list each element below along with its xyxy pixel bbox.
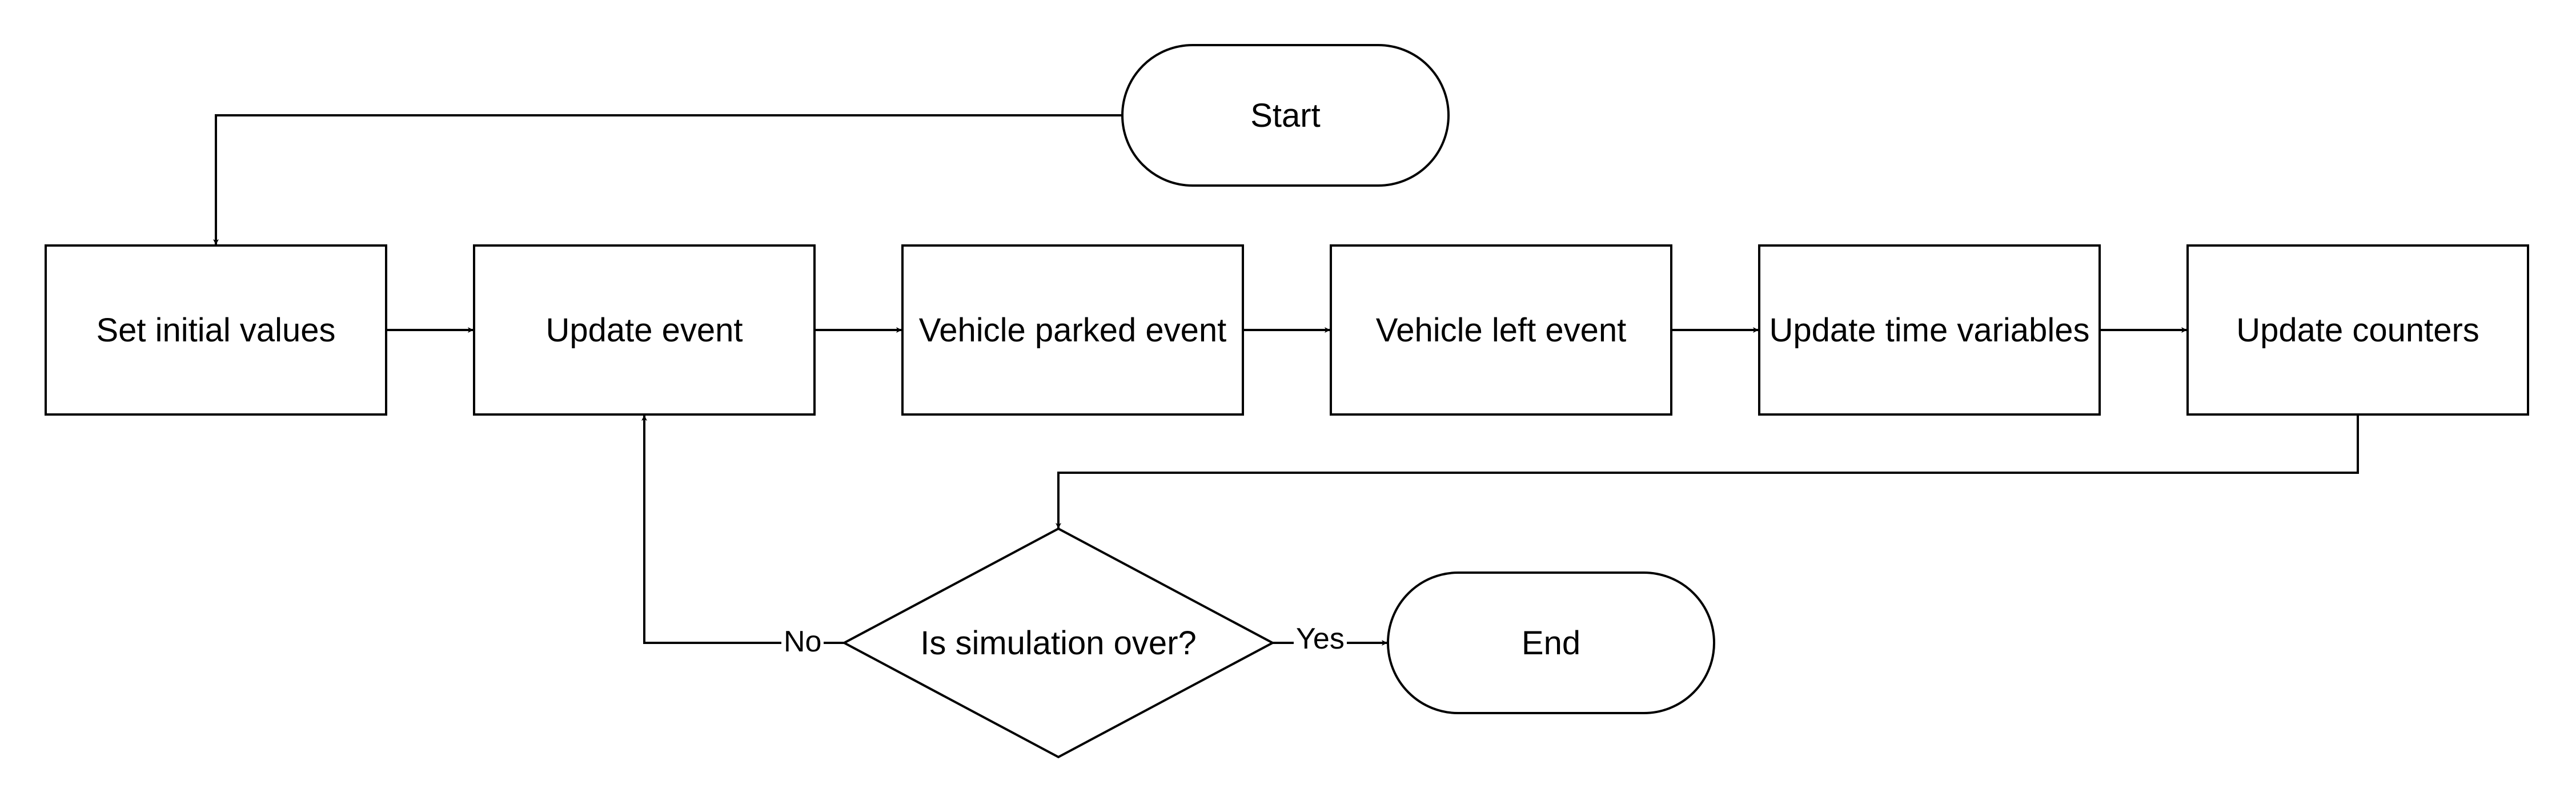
update-time-variables-node[interactable]: Update time variables (1758, 244, 2101, 416)
update-time-variables-label: Update time variables (1769, 311, 2090, 349)
end-node[interactable]: End (1387, 571, 1715, 714)
edge-start-to-set-initial-values (213, 114, 1121, 245)
start-node[interactable]: Start (1121, 44, 1450, 187)
decision-diamond[interactable] (841, 527, 1275, 759)
vehicle-left-event-node[interactable]: Vehicle left event (1330, 244, 1672, 416)
decision-label-wrapper: Is simulation over? (844, 586, 1273, 700)
set-initial-values-label: Set initial values (96, 311, 336, 349)
edge-update-counters-to-decision (1056, 416, 2359, 529)
update-event-node[interactable]: Update event (473, 244, 816, 416)
vehicle-parked-event-node[interactable]: Vehicle parked event (901, 244, 1244, 416)
update-counters-label: Update counters (2236, 311, 2479, 349)
yes-edge-label: Yes (1294, 624, 1347, 654)
end-label: End (1521, 624, 1581, 662)
vehicle-parked-event-label: Vehicle parked event (918, 311, 1227, 349)
edge-decision-no-to-update-event (641, 415, 844, 644)
set-initial-values-node[interactable]: Set initial values (45, 244, 387, 416)
update-counters-node[interactable]: Update counters (2186, 244, 2529, 416)
decision-label: Is simulation over? (920, 624, 1197, 662)
vehicle-left-event-label: Vehicle left event (1375, 311, 1627, 349)
no-edge-label: No (781, 627, 824, 657)
update-event-label: Update event (545, 311, 743, 349)
start-label: Start (1250, 96, 1321, 134)
